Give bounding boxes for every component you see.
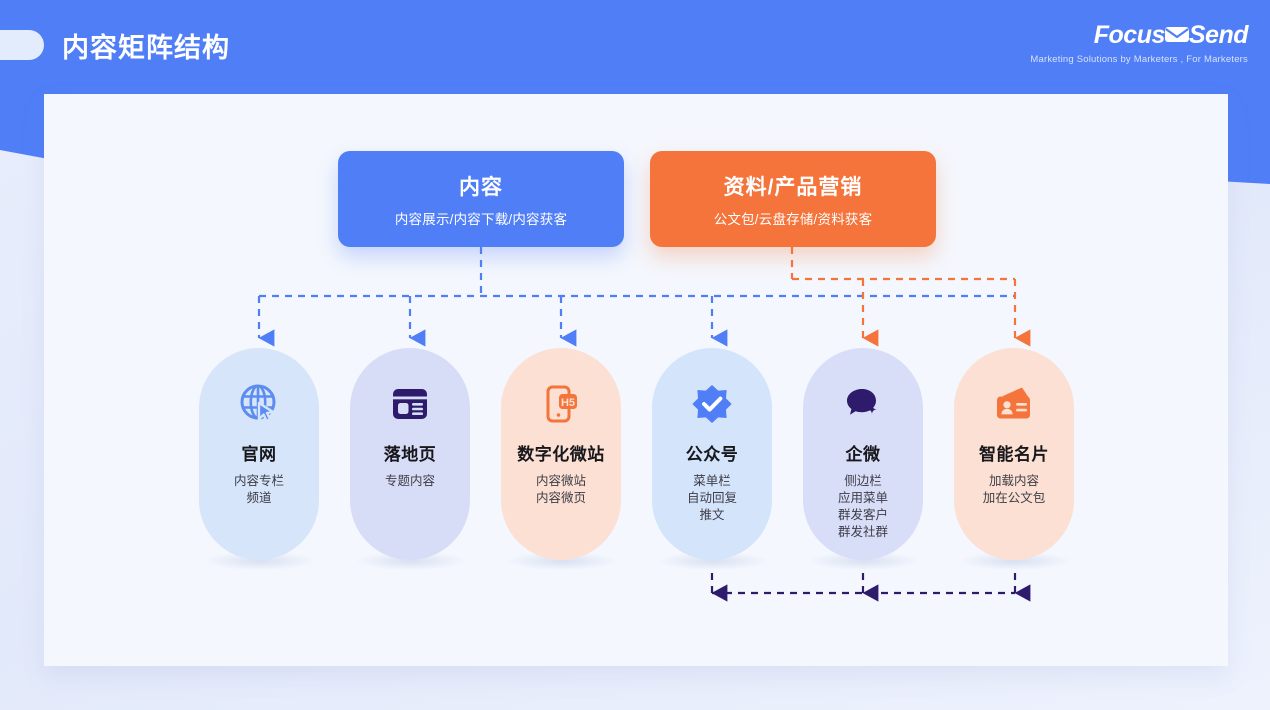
card-shadow bbox=[960, 552, 1070, 570]
top-box-material-subtitle: 公文包/云盘存储/资料获客 bbox=[713, 211, 873, 227]
envelope-icon bbox=[1162, 23, 1192, 50]
verified-badge-icon bbox=[690, 380, 734, 428]
card-desc: 加载内容加在公文包 bbox=[982, 474, 1046, 505]
card-official-account[interactable]: 公众号 菜单栏自动回复推文 bbox=[652, 348, 772, 560]
top-box-material-marketing[interactable]: 资料/产品营销 公文包/云盘存储/资料获客 bbox=[650, 151, 936, 247]
logo-text-focus: Focus bbox=[1093, 21, 1166, 49]
page-title: 内容矩阵结构 bbox=[62, 33, 230, 63]
card-digital-microsite[interactable]: H5 数字化微站 内容微站内容微页 bbox=[501, 348, 621, 560]
logo-tagline: Marketing Solutions by Marketers , For M… bbox=[1030, 54, 1248, 65]
header-blue-band bbox=[0, 0, 1270, 95]
browser-layout-icon bbox=[388, 380, 432, 428]
card-enterprise-wechat[interactable]: 企微 侧边栏应用菜单群发客户群发社群 bbox=[803, 348, 923, 560]
card-smart-business-card[interactable]: 智能名片 加载内容加在公文包 bbox=[954, 348, 1074, 560]
svg-text:H5: H5 bbox=[561, 397, 575, 409]
card-desc: 内容微站内容微页 bbox=[535, 474, 586, 505]
card-title: 数字化微站 bbox=[517, 445, 605, 464]
card-desc: 菜单栏自动回复推文 bbox=[686, 474, 737, 522]
card-title: 公众号 bbox=[685, 445, 739, 464]
business-card-icon bbox=[991, 380, 1037, 428]
card-title: 落地页 bbox=[383, 445, 437, 464]
title-pill-decoration bbox=[0, 30, 44, 60]
card-landing-page[interactable]: 落地页 专题内容 bbox=[350, 348, 470, 560]
card-shadow bbox=[658, 552, 768, 570]
card-shadow bbox=[507, 552, 617, 570]
card-shadow bbox=[356, 552, 466, 570]
card-shadow bbox=[205, 552, 315, 570]
phone-h5-icon: H5 bbox=[539, 380, 583, 428]
top-box-content-subtitle: 内容展示/内容下载/内容获客 bbox=[394, 211, 568, 227]
top-box-content[interactable]: 内容 内容展示/内容下载/内容获客 bbox=[338, 151, 624, 247]
card-desc: 内容专栏频道 bbox=[233, 474, 284, 505]
chat-bubble-sparkle-icon bbox=[841, 380, 885, 428]
logo-text-send: Send bbox=[1188, 21, 1249, 49]
card-title: 智能名片 bbox=[979, 445, 1049, 464]
top-box-content-title: 内容 bbox=[459, 175, 503, 199]
card-desc: 专题内容 bbox=[384, 474, 435, 488]
card-title: 企微 bbox=[845, 445, 881, 464]
card-official-website[interactable]: 官网 内容专栏频道 bbox=[199, 348, 319, 560]
page-header: 内容矩阵结构 Focus Send Marketing Solutions by… bbox=[0, 0, 1270, 94]
card-title: 官网 bbox=[241, 445, 277, 464]
brand-logo: Focus Send Marketing Solutions by Market… bbox=[1030, 21, 1249, 66]
card-shadow bbox=[809, 552, 919, 570]
top-box-material-title: 资料/产品营销 bbox=[723, 175, 863, 199]
globe-cursor-icon bbox=[236, 380, 282, 428]
card-desc: 侧边栏应用菜单群发客户群发社群 bbox=[837, 474, 888, 539]
